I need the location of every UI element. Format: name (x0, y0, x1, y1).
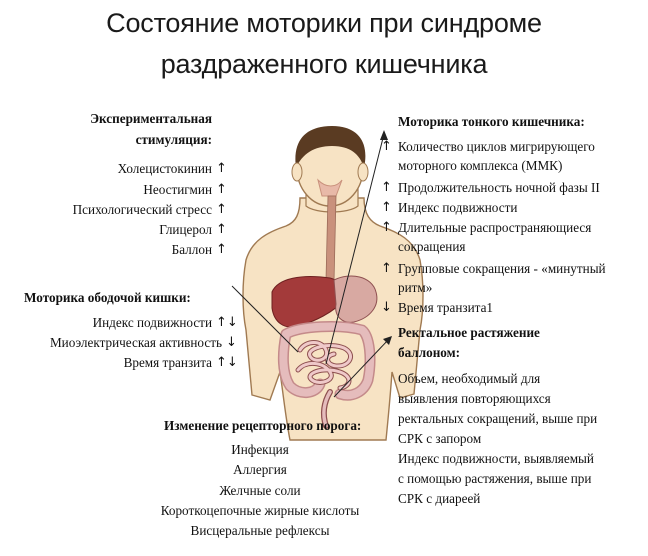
threshold-heading: Изменение рецепторного порога: (164, 418, 362, 433)
small-intestine-item: Продолжительность ночной фазы II (398, 180, 600, 195)
up-arrow-icon: ↑ (216, 161, 227, 176)
threshold-item: Желчные соли (219, 483, 301, 498)
colon-item-label: Индекс подвижности (92, 315, 212, 330)
small-intestine-item: Количество циклов мигрирующего (398, 139, 595, 154)
down-arrow-icon: ↓ (381, 300, 392, 315)
small-intestine-item-cont: ритм» (398, 280, 433, 295)
colon-heading: Моторика ободочой кишки: (24, 290, 191, 305)
up-arrow-icon: ↑ (381, 139, 392, 154)
colon-item-label: Миоэлектрическая активность (49, 335, 222, 350)
up-arrow-icon: ↑ (381, 200, 392, 215)
up-arrow-icon: ↑ (216, 202, 227, 217)
pointer-rectal-head (383, 336, 392, 345)
small-intestine-item: Групповые сокращения - «минутный (398, 261, 606, 276)
ear-right (357, 162, 369, 182)
up-arrow-icon: ↑ (381, 180, 392, 195)
up-arrow-icon: ↑ (216, 182, 227, 197)
rectum-fill (322, 390, 332, 428)
experimental-item-label: Баллон (171, 242, 212, 257)
up-arrow-icon: ↑ (216, 222, 227, 237)
ear-left (291, 162, 303, 182)
experimental-heading-2: стимуляция: (135, 132, 212, 147)
rectal-text-line: Индекс подвижности, выявляемый (398, 451, 594, 466)
threshold-item: Инфекция (231, 442, 289, 457)
down-arrow-icon: ↓ (226, 335, 237, 350)
title-line-2: раздраженного кишечника (160, 49, 488, 79)
up-arrow-icon: ↑ (381, 220, 392, 235)
rectal-text-line: Объем, необходимый для (398, 371, 541, 386)
rectal-text-line: СРК с диареей (398, 491, 481, 506)
small-intestine-fill (296, 341, 353, 390)
hair (295, 126, 366, 168)
rectal-text-line: выявления повторяющихся (398, 391, 551, 406)
up-down-arrow-icon: ↑↓ (216, 315, 238, 330)
experimental-item-label: Психологический стресс (72, 202, 212, 217)
small-intestine-item: Длительные распространяющиеся (398, 220, 592, 235)
threshold-item: Короткоцепочные жирные кислоты (160, 503, 360, 518)
small-intestine-item-cont: сокращения (398, 239, 466, 254)
threshold-item: Аллергия (233, 462, 287, 477)
small-intestine-item-cont: моторного комплекса (ММК) (398, 158, 563, 173)
esophagus (325, 195, 337, 283)
small-intestine-item: Время транзита1 (398, 300, 494, 315)
experimental-item-label: Неостигмин (143, 182, 212, 197)
experimental-item-label: Холецистокинин (117, 161, 212, 176)
up-arrow-icon: ↑ (381, 261, 392, 276)
pointer-rectal (333, 338, 390, 398)
pointer-small-intestine-head (380, 130, 388, 140)
rectal-text-line: ректальных сокращений, выше при (398, 411, 598, 426)
rectal-text-line: СРК с запором (398, 431, 482, 446)
title-line-1: Состояние моторики при синдроме (106, 8, 542, 38)
oral-cavity (317, 178, 343, 197)
up-arrow-icon: ↑ (216, 242, 227, 257)
colon-outline (279, 322, 374, 400)
colon-item-label: Время транзита (123, 355, 212, 370)
threshold-item: Висцеральные рефлексы (190, 523, 330, 538)
rectal-text-line: с помощью растяжения, выше при (398, 471, 592, 486)
small-intestine-item: Индекс подвижности (398, 200, 518, 215)
experimental-heading-1: Экспериментальная (90, 111, 212, 126)
experimental-item-label: Глицерол (159, 222, 212, 237)
rectal-heading-2: баллоном: (398, 345, 461, 360)
pointer-small-intestine (325, 133, 385, 365)
up-down-arrow-icon: ↑↓ (216, 355, 238, 370)
small-intestine-heading: Моторика тонкого кишечника: (398, 114, 585, 129)
pointer-colon (231, 285, 299, 353)
rectal-heading-1: Ректальное растяжение (398, 325, 540, 340)
